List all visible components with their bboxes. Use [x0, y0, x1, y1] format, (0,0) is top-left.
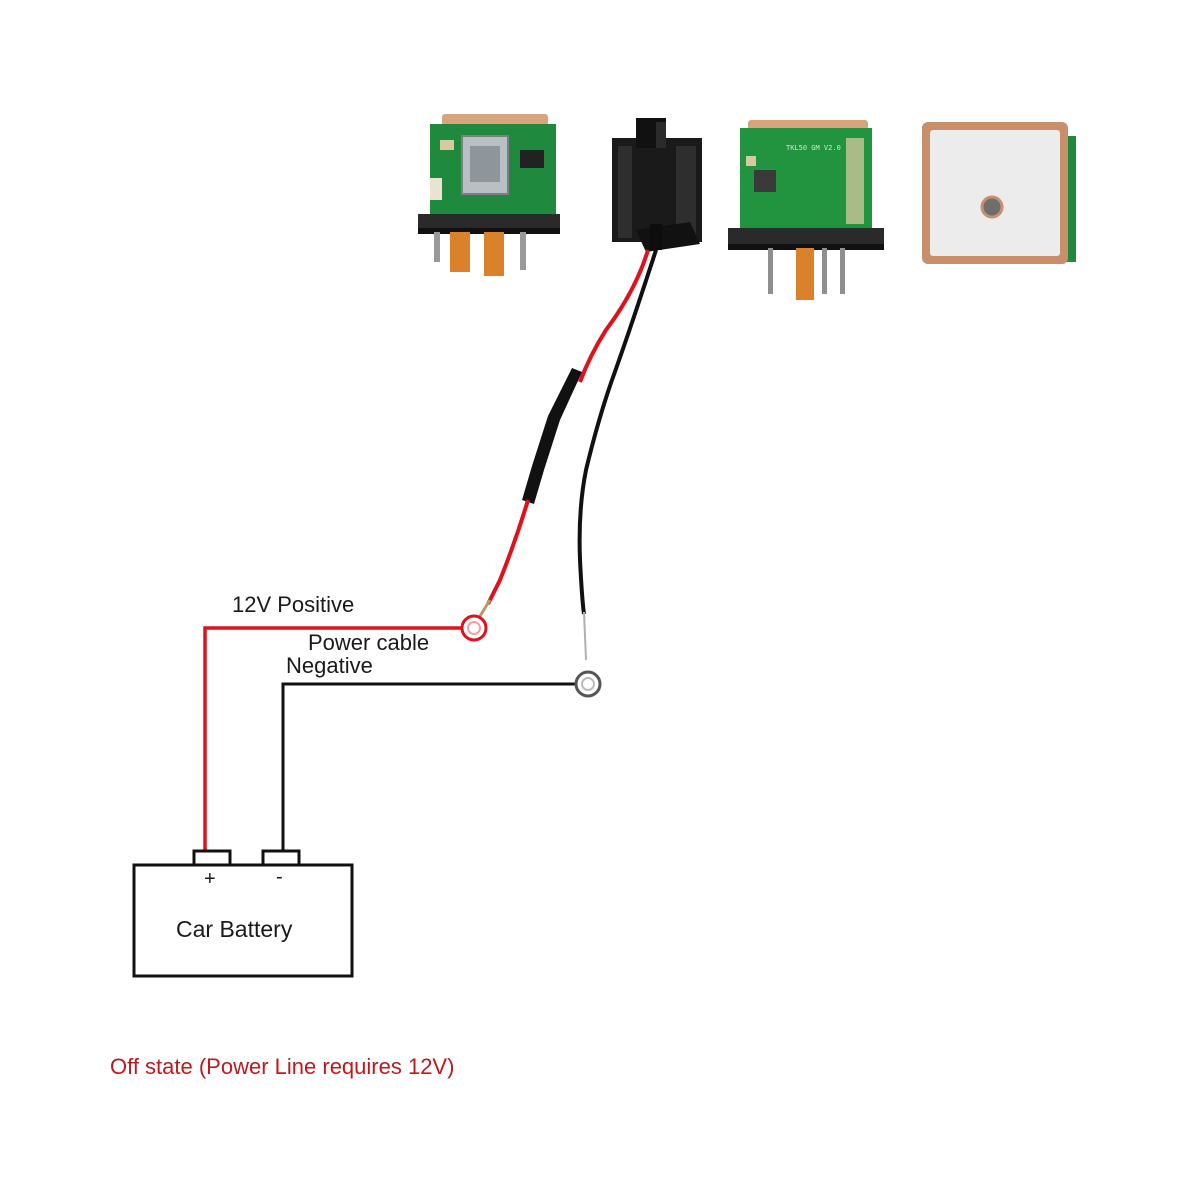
battery-label: Car Battery: [176, 916, 293, 942]
negative-wire: [281, 682, 576, 852]
positive-terminal-ring: [460, 614, 488, 642]
positive-wire: [203, 626, 462, 852]
inline-fuse-holder: [522, 368, 582, 504]
negative-terminal-ring: [574, 670, 602, 698]
svg-text:TKL50 GM V2.0: TKL50 GM V2.0: [786, 144, 841, 152]
positive-label: 12V Positive: [232, 592, 355, 617]
gps-antenna: [922, 122, 1076, 264]
power-cable-label: Power cable: [308, 630, 430, 655]
schematic-wires: [203, 614, 602, 852]
power-cable: [478, 249, 658, 661]
battery-terminal-negative: [261, 849, 301, 867]
relay-module-sim: [418, 114, 560, 276]
battery-minus-sign: -: [276, 866, 283, 888]
battery-body: [132, 863, 354, 978]
relay-module-pcb: TKL50 GM V2.0: [728, 120, 884, 300]
battery-terminal-positive: [192, 849, 232, 867]
battery-plus-sign: +: [204, 868, 216, 890]
negative-label: Negative: [286, 653, 373, 678]
state-caption: Off state (Power Line requires 12V): [110, 1054, 455, 1079]
car-battery: [132, 849, 354, 978]
black-relay: [612, 118, 702, 252]
